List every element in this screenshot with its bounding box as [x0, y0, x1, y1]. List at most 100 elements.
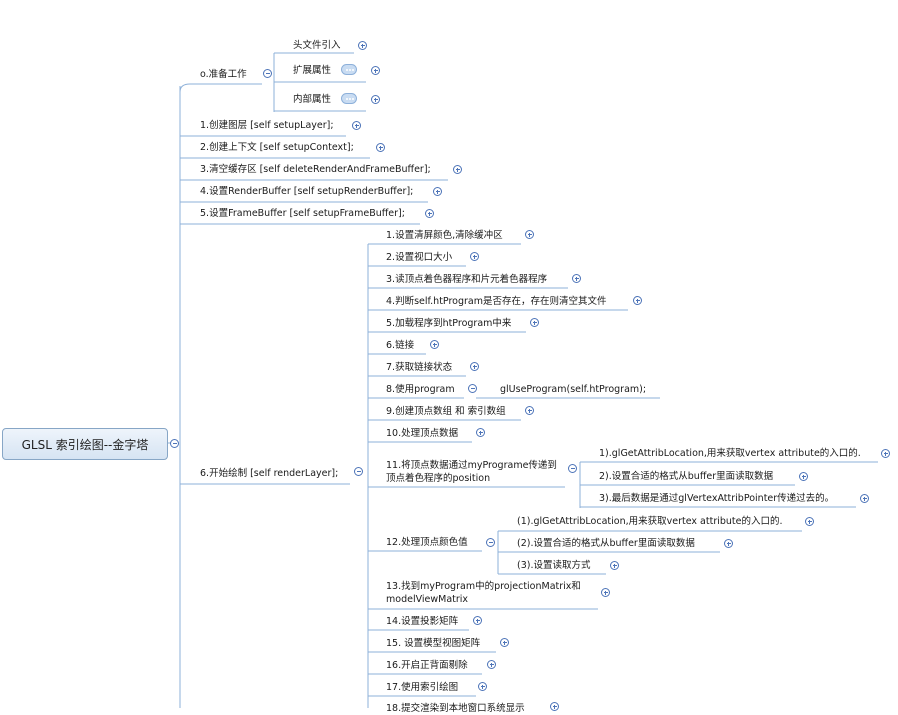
collapse-step-use-program-icon[interactable] [468, 384, 477, 393]
expand-step-viewport-icon[interactable] [470, 252, 479, 261]
expand-extension-props-icon[interactable] [371, 66, 380, 75]
expand-step-cull-face-icon[interactable] [487, 660, 496, 669]
expand-create-layer-icon[interactable] [352, 121, 361, 130]
position-read-format[interactable]: 2).设置合适的格式从buffer里面读取数据 [599, 470, 773, 483]
expand-color-read-format-icon[interactable] [724, 539, 733, 548]
step-position-attribute[interactable]: 11.将顶点数据通过myPrograme传递到顶点着色程序的position [386, 460, 564, 485]
step-create-arrays[interactable]: 9.创建顶点数组 和 索引数组 [386, 405, 506, 418]
position-attrib-pointer[interactable]: 3).最后数据是通过glVertexAttribPointer传递过去的。 [599, 492, 834, 505]
step-position-attribute-label: 11.将顶点数据通过myPrograme传递到顶点着色程序的position [386, 460, 557, 484]
step-vertex-color-label: 12.处理顶点颜色值 [386, 537, 468, 548]
step-modelview-matrix[interactable]: 15. 设置模型视图矩阵 [386, 637, 480, 650]
position-get-attrib[interactable]: 1).glGetAttribLocation,用来获取vertex attrib… [599, 447, 861, 460]
step-vertex-data[interactable]: 10.处理顶点数据 [386, 427, 458, 440]
comment-icon[interactable] [341, 93, 357, 104]
expand-create-context-icon[interactable] [376, 143, 385, 152]
expand-step-draw-elements-icon[interactable] [478, 682, 487, 691]
step-find-matrices[interactable]: 13.找到myProgram中的projectionMatrix和modelVi… [386, 581, 596, 606]
branch-create-context-label: 2.创建上下文 [self setupContext]; [200, 142, 354, 153]
expand-step-check-program-icon[interactable] [633, 296, 642, 305]
topic-header-import-label: 头文件引入 [293, 40, 341, 51]
expand-step-create-arrays-icon[interactable] [525, 406, 534, 415]
expand-color-get-attrib-icon[interactable] [805, 517, 814, 526]
branch-frame-buffer-label: 5.设置FrameBuffer [self setupFrameBuffer]; [200, 208, 405, 219]
step-use-program[interactable]: 8.使用program [386, 383, 455, 396]
step-cull-face-label: 16.开启正背面剔除 [386, 660, 468, 671]
step-use-program-label: 8.使用program [386, 384, 455, 395]
step-read-shaders-label: 3.读顶点着色器程序和片元着色器程序 [386, 274, 548, 285]
step-vertex-color[interactable]: 12.处理顶点颜色值 [386, 536, 468, 549]
color-get-attrib[interactable]: (1).glGetAttribLocation,用来获取vertex attri… [517, 515, 783, 528]
branch-clear-buffer[interactable]: 3.清空缓存区 [self deleteRenderAndFrameBuffer… [200, 163, 431, 176]
step-clear-color[interactable]: 1.设置清屏颜色,清除缓冲区 [386, 229, 503, 242]
step-present-label: 18.提交渲染到本地窗口系统显示 [386, 703, 525, 714]
expand-header-import-icon[interactable] [358, 41, 367, 50]
branch-create-layer-label: 1.创建图层 [self setupLayer]; [200, 120, 334, 131]
collapse-prepare-icon[interactable] [263, 69, 272, 78]
branch-create-context[interactable]: 2.创建上下文 [self setupContext]; [200, 141, 354, 154]
expand-position-read-format-icon[interactable] [799, 472, 808, 481]
expand-step-vertex-data-icon[interactable] [476, 428, 485, 437]
expand-step-load-program-icon[interactable] [530, 318, 539, 327]
topic-gl-use-program-label: glUseProgram(self.htProgram); [500, 384, 647, 395]
expand-step-present-icon[interactable] [550, 702, 559, 711]
step-link-label: 6.链接 [386, 340, 415, 351]
expand-position-get-attrib-icon[interactable] [881, 449, 890, 458]
step-check-program[interactable]: 4.判断self.htProgram是否存在，存在则清空其文件 [386, 295, 607, 308]
step-load-program[interactable]: 5.加载程序到htProgram中来 [386, 317, 511, 330]
expand-step-clear-color-icon[interactable] [525, 230, 534, 239]
step-link-status-label: 7.获取链接状态 [386, 362, 453, 373]
step-load-program-label: 5.加载程序到htProgram中来 [386, 318, 512, 329]
expand-step-link-icon[interactable] [430, 340, 439, 349]
color-read-mode[interactable]: (3).设置读取方式 [517, 559, 590, 572]
step-read-shaders[interactable]: 3.读顶点着色器程序和片元着色器程序 [386, 273, 547, 286]
color-read-mode-label: (3).设置读取方式 [517, 560, 591, 571]
step-link[interactable]: 6.链接 [386, 339, 414, 352]
collapse-step-position-attribute-icon[interactable] [568, 464, 577, 473]
step-draw-elements[interactable]: 17.使用索引绘图 [386, 681, 458, 694]
collapse-step-vertex-color-icon[interactable] [486, 538, 495, 547]
collapse-render-layer-icon[interactable] [354, 467, 363, 476]
expand-step-link-status-icon[interactable] [470, 362, 479, 371]
branch-create-layer[interactable]: 1.创建图层 [self setupLayer]; [200, 119, 334, 132]
step-clear-color-label: 1.设置清屏颜色,清除缓冲区 [386, 230, 503, 241]
expand-step-find-matrices-icon[interactable] [601, 588, 610, 597]
topic-header-import[interactable]: 头文件引入 [293, 39, 341, 52]
collapse-root-icon[interactable] [170, 439, 179, 448]
step-viewport[interactable]: 2.设置视口大小 [386, 251, 452, 264]
step-present[interactable]: 18.提交渲染到本地窗口系统显示 [386, 702, 525, 715]
position-attrib-pointer-label: 3).最后数据是通过glVertexAttribPointer传递过去的。 [599, 493, 835, 504]
branch-render-layer-label: 6.开始绘制 [self renderLayer]; [200, 468, 339, 479]
topic-internal-props[interactable]: 内部属性 [293, 93, 331, 106]
step-check-program-label: 4.判断self.htProgram是否存在，存在则清空其文件 [386, 296, 607, 307]
branch-prepare[interactable]: o.准备工作 [200, 68, 247, 81]
step-viewport-label: 2.设置视口大小 [386, 252, 453, 263]
topic-gl-use-program[interactable]: glUseProgram(self.htProgram); [500, 383, 646, 396]
step-vertex-data-label: 10.处理顶点数据 [386, 428, 459, 439]
branch-render-buffer[interactable]: 4.设置RenderBuffer [self setupRenderBuffer… [200, 185, 413, 198]
step-projection-matrix[interactable]: 14.设置投影矩阵 [386, 615, 458, 628]
expand-color-read-mode-icon[interactable] [610, 561, 619, 570]
expand-step-read-shaders-icon[interactable] [572, 274, 581, 283]
expand-step-projection-matrix-icon[interactable] [473, 616, 482, 625]
topic-extension-props[interactable]: 扩展属性 [293, 64, 331, 77]
expand-render-buffer-icon[interactable] [433, 187, 442, 196]
branch-render-buffer-label: 4.设置RenderBuffer [self setupRenderBuffer… [200, 186, 414, 197]
comment-icon[interactable] [341, 64, 357, 75]
branch-render-layer[interactable]: 6.开始绘制 [self renderLayer]; [200, 467, 338, 480]
color-read-format-label: (2).设置合适的格式从buffer里面读取数据 [517, 538, 695, 549]
expand-step-modelview-matrix-icon[interactable] [500, 638, 509, 647]
expand-clear-buffer-icon[interactable] [453, 165, 462, 174]
expand-position-attrib-pointer-icon[interactable] [860, 494, 869, 503]
expand-frame-buffer-icon[interactable] [425, 209, 434, 218]
step-projection-matrix-label: 14.设置投影矩阵 [386, 616, 459, 627]
step-link-status[interactable]: 7.获取链接状态 [386, 361, 452, 374]
root-topic[interactable]: GLSL 索引绘图--金字塔 [2, 428, 168, 460]
branch-frame-buffer[interactable]: 5.设置FrameBuffer [self setupFrameBuffer]; [200, 207, 405, 220]
color-read-format[interactable]: (2).设置合适的格式从buffer里面读取数据 [517, 537, 695, 550]
expand-internal-props-icon[interactable] [371, 95, 380, 104]
color-get-attrib-label: (1).glGetAttribLocation,用来获取vertex attri… [517, 516, 783, 527]
step-find-matrices-label: 13.找到myProgram中的projectionMatrix和modelVi… [386, 581, 581, 605]
step-cull-face[interactable]: 16.开启正背面剔除 [386, 659, 468, 672]
